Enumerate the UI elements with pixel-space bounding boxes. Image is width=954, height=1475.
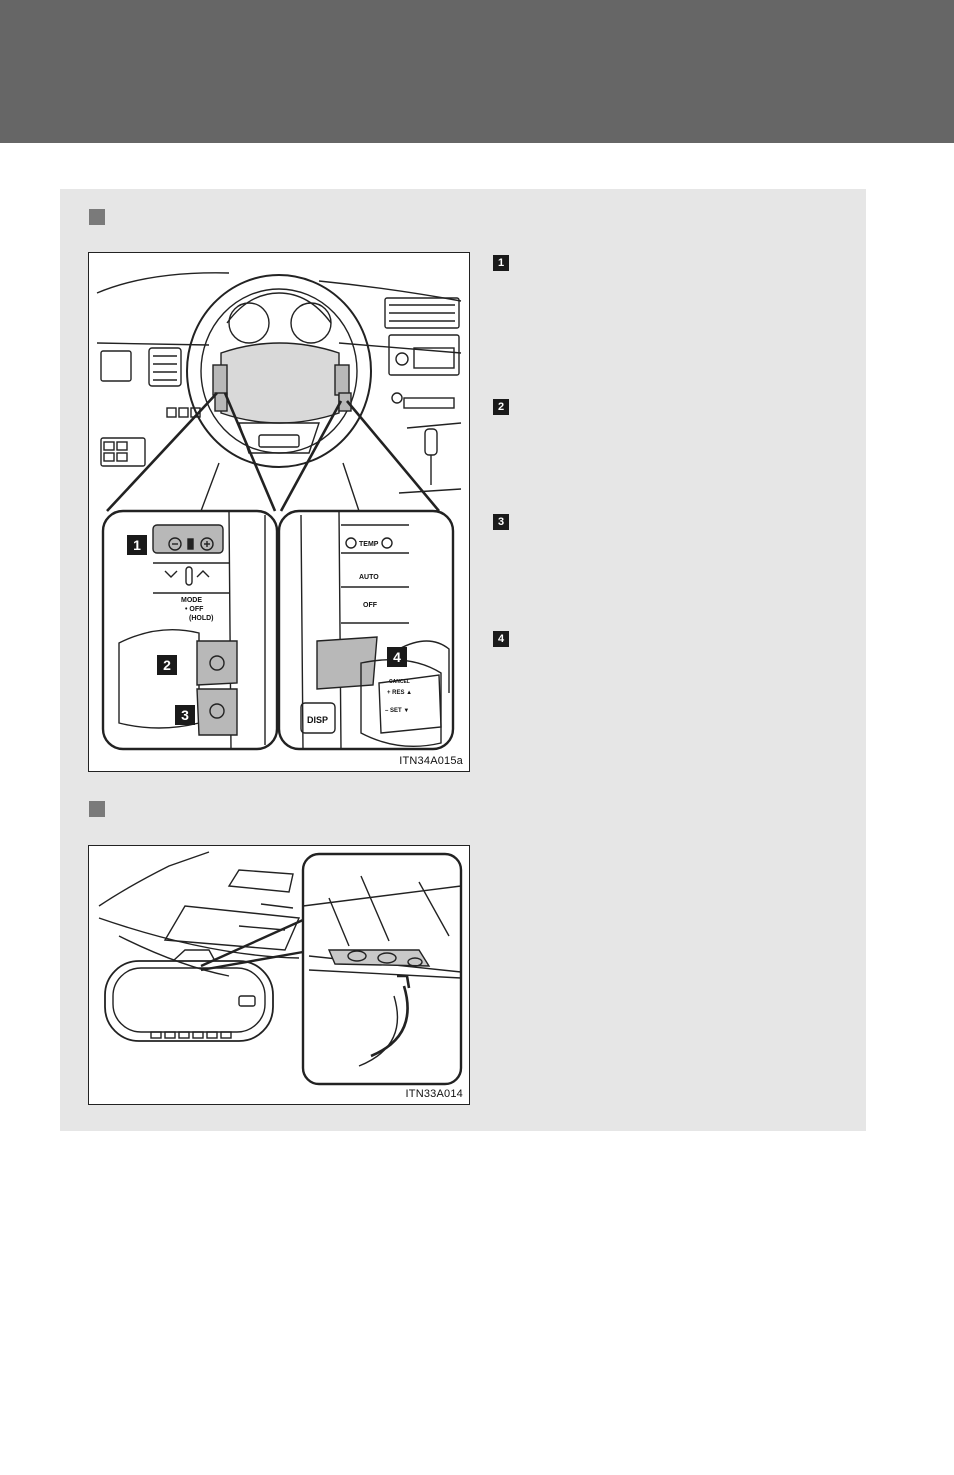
callout-1: 1 <box>133 537 141 553</box>
mirror-illustration <box>98 851 463 1086</box>
set-label: – SET ▼ <box>385 708 409 714</box>
list-marker-2: 2 <box>493 399 509 415</box>
section-marker <box>89 209 105 225</box>
callout-2: 2 <box>163 657 171 673</box>
header-bar <box>0 0 954 143</box>
callout-4: 4 <box>393 649 401 665</box>
mode-label: MODE <box>181 597 202 604</box>
cancel-label: CANCEL <box>389 679 410 685</box>
off-label: OFF <box>363 602 378 609</box>
hold-label: (HOLD) <box>189 615 214 622</box>
section-marker <box>89 801 105 817</box>
steering-wheel-illustration: 1 2 3 4 MODE • OFF (HOLD) TEMP AUTO OFF … <box>96 272 462 751</box>
list-marker-3: 3 <box>493 514 509 530</box>
figure-code: ITN33A014 <box>405 1088 463 1100</box>
callout-3: 3 <box>181 707 189 723</box>
auto-label: AUTO <box>359 574 379 581</box>
mirror-switch-figure: ITN33A014 <box>88 845 470 1105</box>
list-marker-4: 4 <box>493 631 509 647</box>
temp-label: TEMP <box>359 541 379 548</box>
list-marker-1: 1 <box>493 255 509 271</box>
steering-switch-figure: 1 2 3 4 MODE • OFF (HOLD) TEMP AUTO OFF … <box>88 252 470 772</box>
off-hold-label: • OFF <box>185 606 204 613</box>
res-label: + RES ▲ <box>387 690 412 696</box>
figure-code: ITN34A015a <box>399 755 463 767</box>
disp-label: DISP <box>307 715 328 725</box>
